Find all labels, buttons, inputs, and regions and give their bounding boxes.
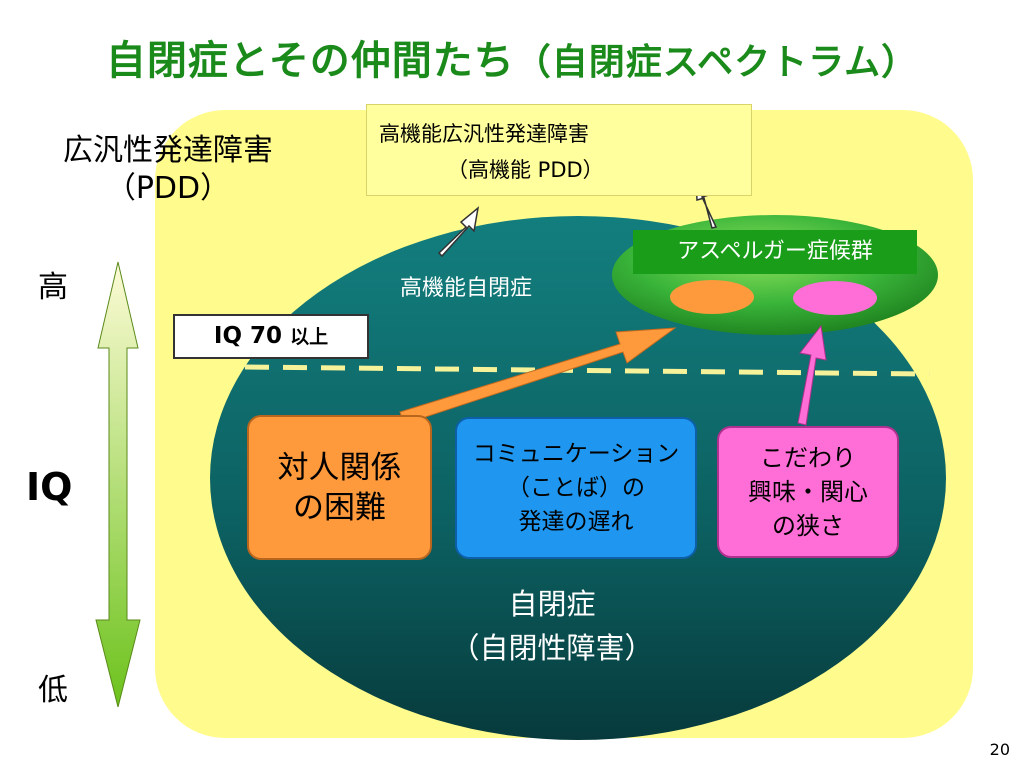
restricted-interests-box: こだわり 興味・関心 の狭さ: [717, 426, 899, 558]
interests-line1: こだわり: [760, 444, 856, 472]
iq70-main: IQ 70: [213, 323, 291, 349]
asperger-orange-dot: [670, 280, 754, 314]
pdd-label-line2: （PDD）: [105, 171, 231, 206]
iq70-box: IQ 70 以上: [173, 314, 369, 359]
hf-pdd-line2: （高機能 PDD）: [447, 158, 604, 182]
asperger-label: アスペルガー症候群: [633, 230, 917, 274]
comm-line1: コミュニケーション: [472, 441, 680, 467]
hf-autism-label: 高機能自閉症: [400, 276, 533, 301]
interests-line2: 興味・関心: [748, 478, 868, 506]
iq70-dashed-line: [244, 364, 931, 377]
arrow-hfa-to-hfpdd: [437, 206, 480, 258]
iq-high-label: 高: [38, 270, 68, 305]
social-difficulty-box: 対人関係 の困難: [247, 415, 432, 560]
arrow-interests-to-asperger: [797, 324, 827, 426]
autism-label: 自閉症 （自閉性障害）: [380, 582, 724, 670]
pdd-label-line1: 広汎性発達障害: [63, 133, 273, 168]
iq-low-label: 低: [38, 673, 68, 708]
autism-line1: 自閉症: [508, 587, 596, 621]
slide-title: 自閉症とその仲間たち（自閉症スペクトラム）: [0, 28, 1024, 86]
iq-axis-label: IQ: [26, 465, 73, 509]
iq70-suffix: 以上: [290, 326, 329, 348]
communication-delay-box: コミュニケーション （ことば）の 発達の遅れ: [455, 417, 697, 559]
hf-pdd-box: 高機能広汎性発達障害 （高機能 PDD）: [366, 104, 752, 196]
hf-pdd-line1: 高機能広汎性発達障害: [379, 122, 589, 146]
iq-axis-arrow: [95, 261, 141, 708]
autism-line2: （自閉性障害）: [450, 631, 654, 665]
interests-line3: の狭さ: [772, 512, 844, 540]
title-sub: （自閉症スペクトラム）: [514, 42, 919, 83]
title-main: 自閉症とその仲間たち: [105, 38, 515, 84]
page-number: 20: [989, 740, 1010, 759]
asperger-pink-dot: [793, 281, 877, 315]
comm-line3: 発達の遅れ: [518, 509, 634, 535]
comm-line2: （ことば）の: [506, 475, 645, 501]
social-line2: の困難: [293, 489, 386, 526]
social-line1: 対人関係: [277, 449, 402, 486]
pdd-label: 広汎性発達障害 （PDD）: [18, 132, 318, 208]
arrow-social-to-asperger: [399, 327, 677, 425]
